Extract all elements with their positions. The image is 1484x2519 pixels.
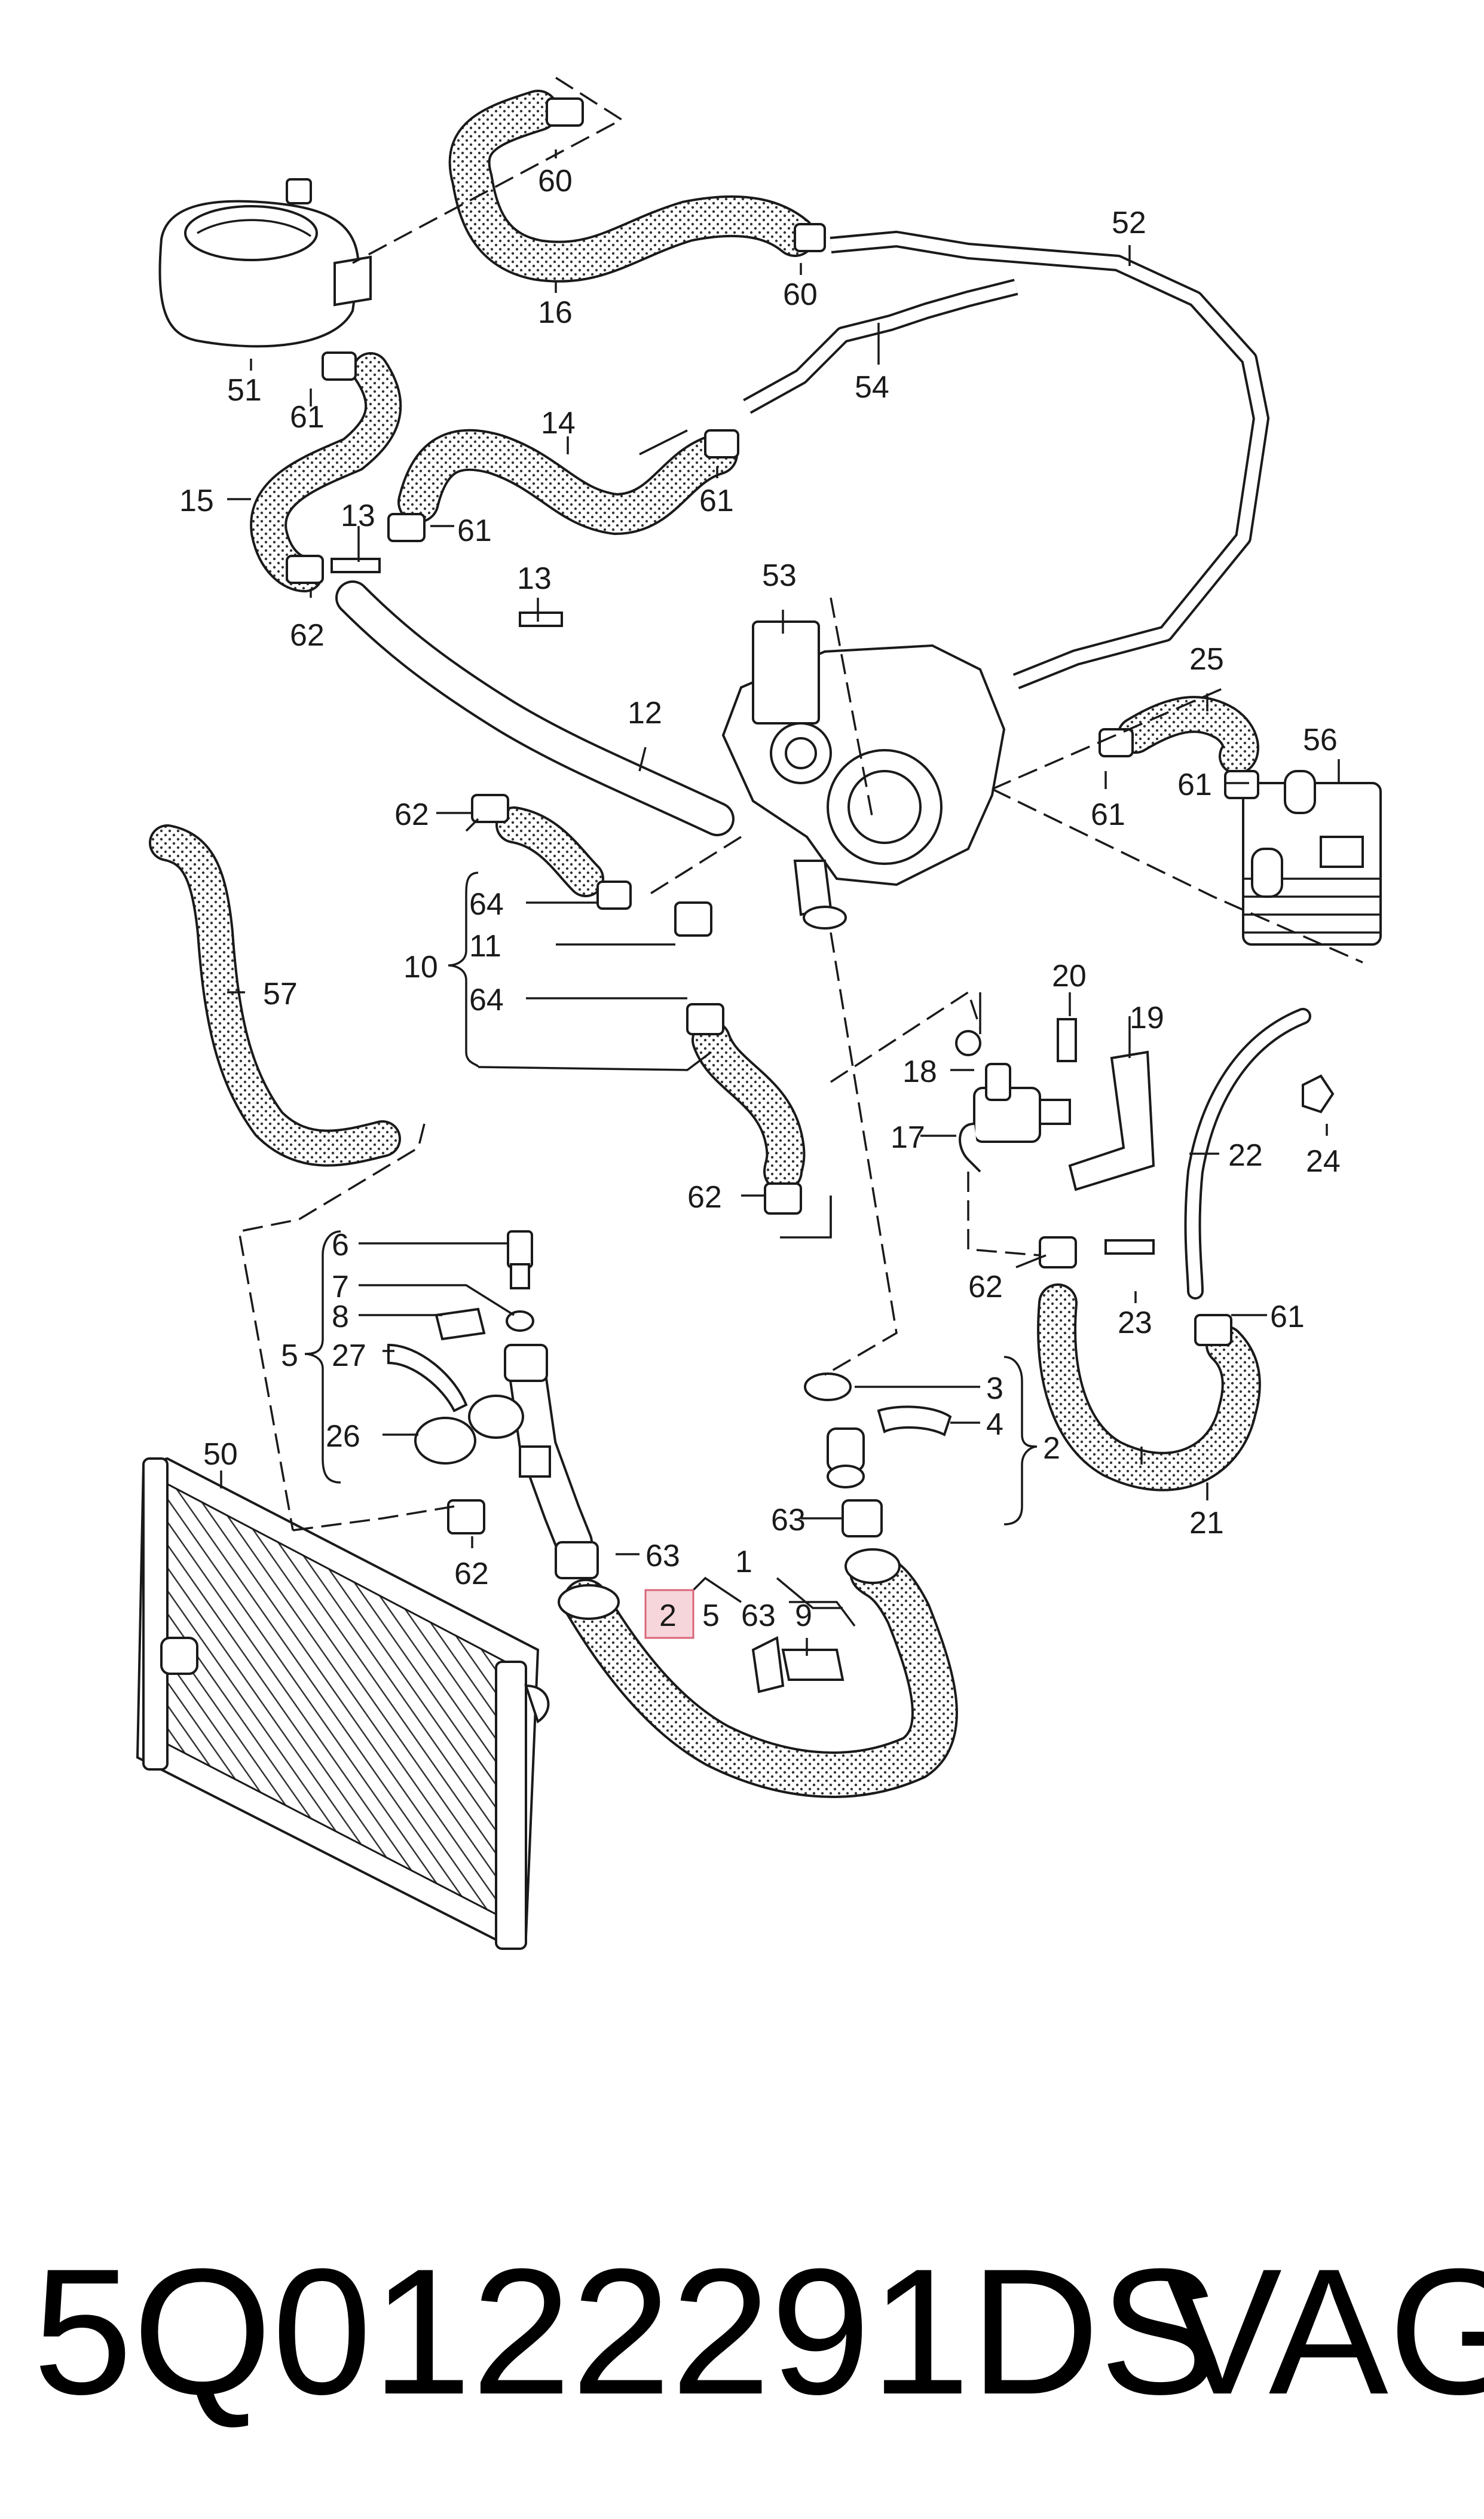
caption: 5Q0122291DS VAG: [0, 2224, 1484, 2439]
hose-16: [448, 90, 816, 283]
label-64-bottom: 64: [469, 983, 504, 1017]
label-61-hose25: 61: [1091, 797, 1125, 832]
label-62-valve: 62: [968, 1270, 1003, 1304]
pointer-lines: [220, 149, 1340, 1656]
label-3: 3: [986, 1371, 1003, 1406]
hose-57: [149, 824, 401, 1167]
label-1: 1: [735, 1545, 752, 1579]
pipe-5-flange: [507, 1344, 593, 1561]
hose-25: [1117, 696, 1259, 775]
label-13-mid: 13: [517, 561, 552, 596]
oil-cooler-56: [1242, 770, 1382, 946]
label-2-group: 2: [1043, 1431, 1060, 1466]
label-5-hose: 5: [702, 1598, 720, 1633]
label-62-upper: 62: [394, 797, 429, 832]
label-19: 19: [1130, 1001, 1164, 1035]
label-61-hose14: 61: [699, 484, 734, 518]
group-brackets: [304, 872, 1038, 1627]
label-54: 54: [855, 370, 889, 405]
label-57: 57: [263, 977, 298, 1011]
hose-15: [250, 352, 402, 592]
label-27: 27: [332, 1338, 366, 1373]
label-25: 25: [1189, 642, 1224, 677]
label-26: 26: [326, 1419, 360, 1454]
label-12: 12: [628, 696, 662, 730]
highlight-box: [644, 1589, 694, 1639]
bolts-and-nuts: [331, 558, 1335, 1255]
label-63-hose: 63: [741, 1598, 776, 1633]
coolant-pump-53: [721, 620, 1006, 930]
expansion-tank-51: [158, 178, 372, 348]
label-22: 22: [1228, 1138, 1263, 1173]
label-21: 21: [1189, 1506, 1224, 1540]
label-62-left: 62: [290, 618, 325, 653]
label-5-group: 5: [281, 1338, 298, 1373]
label-18: 18: [902, 1054, 937, 1089]
label-4: 4: [986, 1407, 1003, 1442]
pipe-54: [743, 279, 1018, 414]
flange-5: [468, 1344, 551, 1478]
hose-10-upper: [495, 806, 604, 897]
label-23: 23: [1118, 1306, 1152, 1340]
part-labels: 60 16 60 52 54 51 61 14 61 15 13 61 62 1…: [179, 164, 1341, 1633]
label-16: 16: [538, 295, 573, 330]
hose-clamps: [286, 97, 1259, 1693]
label-53: 53: [762, 558, 797, 593]
label-9: 9: [795, 1598, 812, 1633]
label-51: 51: [227, 373, 262, 408]
label-61-left: 61: [457, 513, 492, 548]
label-60-mid: 60: [783, 277, 818, 312]
label-14: 14: [541, 406, 576, 441]
label-8: 8: [332, 1300, 349, 1334]
label-15: 15: [179, 484, 214, 518]
label-60-top: 60: [538, 164, 573, 198]
hose-21: [1037, 1283, 1261, 1491]
pipe-52: [830, 231, 1269, 689]
bracket-19: [1068, 1050, 1155, 1191]
label-61-cooler: 61: [1177, 768, 1212, 802]
label-62-mid: 62: [687, 1180, 722, 1215]
label-13-left: 13: [341, 499, 375, 533]
flange-2: [804, 1372, 865, 1488]
part-number: 5Q0122291DS: [33, 2231, 1219, 2432]
seals-and-clips: [387, 1307, 952, 1465]
radiator-50: [136, 1457, 550, 1950]
label-64-top: 64: [469, 887, 504, 922]
label-62-radiator: 62: [454, 1557, 489, 1591]
hose-14: [397, 429, 738, 536]
label-2-highlighted: 2: [659, 1598, 677, 1633]
label-7: 7: [332, 1270, 349, 1304]
label-61-tank: 61: [290, 400, 325, 435]
label-10: 10: [403, 950, 438, 985]
label-63-right: 63: [771, 1503, 806, 1537]
label-61-hose21: 61: [1270, 1300, 1305, 1334]
brand-name: VAG: [1162, 2231, 1484, 2432]
label-50: 50: [203, 1437, 238, 1472]
hose-1: [562, 1549, 958, 1798]
label-20: 20: [1052, 959, 1087, 993]
pipe-22: [1184, 1008, 1311, 1300]
sensor-6: [507, 1230, 533, 1289]
leader-lines: [237, 77, 1363, 1531]
hose-11: [691, 1020, 806, 1191]
label-56: 56: [1303, 723, 1338, 757]
label-52: 52: [1112, 206, 1146, 240]
label-6: 6: [332, 1228, 349, 1262]
pipe-12: [335, 580, 735, 836]
label-11: 11: [469, 929, 501, 964]
label-17: 17: [891, 1120, 925, 1155]
label-24: 24: [1306, 1144, 1341, 1179]
label-63-left: 63: [645, 1539, 680, 1573]
valve-17: [959, 1063, 1071, 1173]
